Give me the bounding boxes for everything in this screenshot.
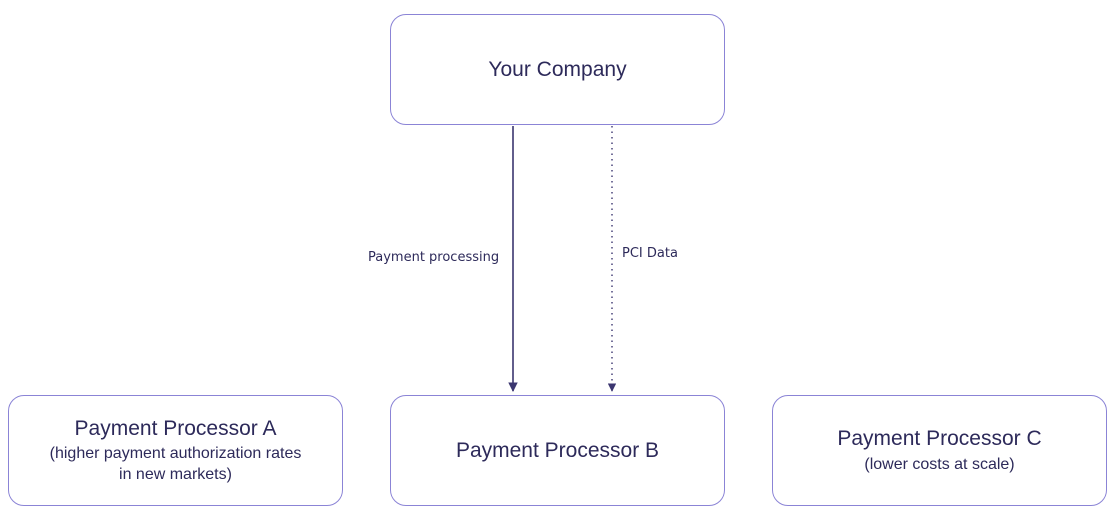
payment-processor-c-title: Payment Processor C — [837, 427, 1042, 450]
payment-processing-label: Payment processing — [368, 250, 500, 265]
payment-processor-b-title: Payment Processor B — [455, 438, 660, 462]
pci-data-label: PCI Data — [622, 246, 678, 261]
payment-processor-c-subtitle: (lower costs at scale) — [864, 456, 1015, 473]
your-company-title: Your Company — [488, 57, 627, 81]
payment-processor-a-title: Payment Processor A — [74, 417, 277, 440]
payment-processor-a-node: Payment Processor A (higher payment auth… — [8, 395, 343, 506]
payment-processor-a-subtitle-line1: (higher payment authorization rates — [49, 445, 302, 462]
payment-processor-a-subtitle-line2: in new markets) — [119, 466, 232, 483]
payment-processor-c-node: Payment Processor C (lower costs at scal… — [772, 395, 1107, 506]
your-company-node: Your Company — [390, 14, 725, 125]
payment-processor-b-node: Payment Processor B — [390, 395, 725, 506]
